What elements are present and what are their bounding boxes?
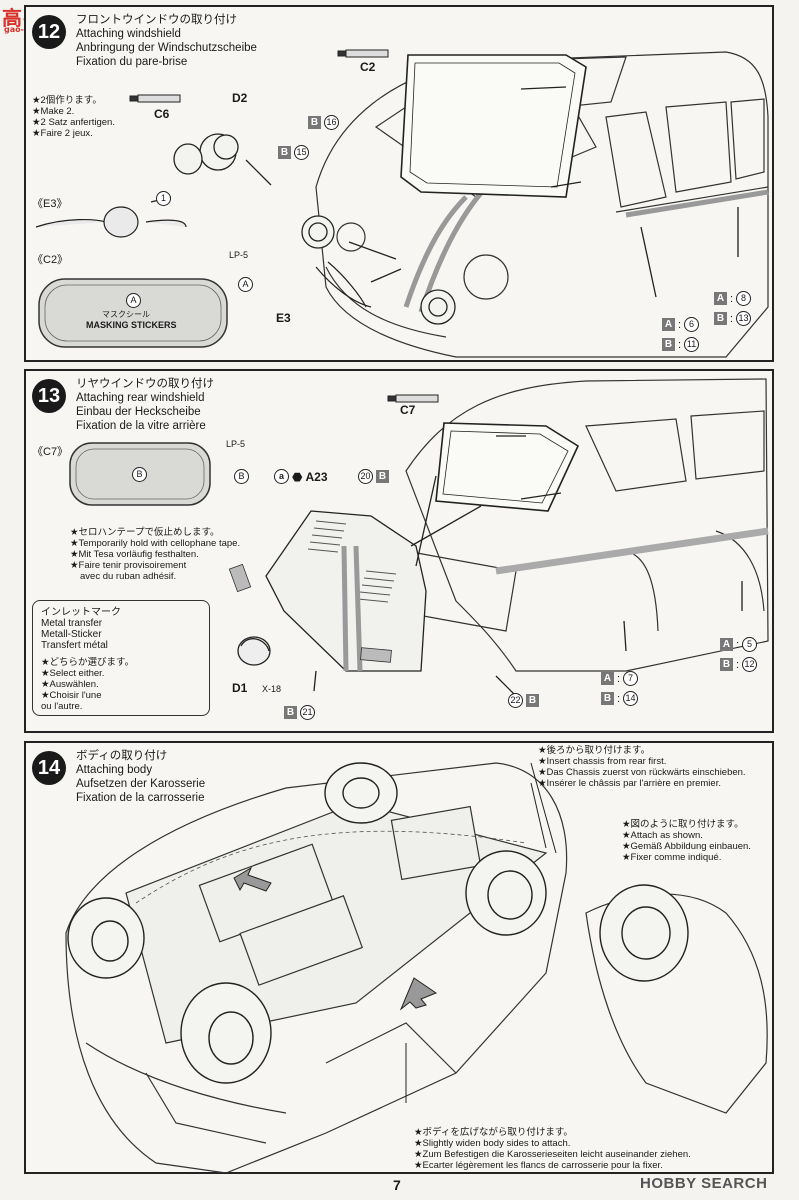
- mask-en: MASKING STICKERS: [86, 320, 177, 330]
- ref-b13: B:13: [714, 311, 752, 326]
- e3-ref: 《E3》: [32, 198, 68, 210]
- step-13-panel: 13 リヤウインドウの取り付け Attaching rear windshiel…: [24, 369, 774, 733]
- c7-ref: 《C7》: [32, 446, 69, 458]
- step-number: 12: [32, 15, 66, 49]
- hobby-search-brand: HOBBY SEARCH: [640, 1175, 768, 1192]
- screw-x18-label: X-18: [262, 684, 282, 694]
- step-12-panel: 12 フロントウインドウの取り付け Attaching windshield A…: [24, 5, 774, 362]
- ref-a6: A:6: [662, 317, 700, 332]
- page-number: 7: [393, 1177, 401, 1193]
- mask-jp: マスクシール: [102, 310, 150, 319]
- attach-as-shown-note: ★図のように取り付けます。 ★Attach as shown. ★Gemäß A…: [622, 819, 751, 863]
- c2-ref: 《C2》: [32, 254, 69, 266]
- step-title: リヤウインドウの取り付け Attaching rear windshield E…: [76, 377, 214, 433]
- step-14-panel: 14 ボディの取り付け Attaching body Aufsetzen der…: [24, 741, 774, 1174]
- mask-callout-a: A: [238, 277, 253, 292]
- select-note: ★どちらか選びます。 ★Select either. ★Auswählen. ★…: [41, 657, 135, 712]
- inlet-note: インレットマーク Metal transfer Metall-Sticker T…: [41, 607, 121, 651]
- title-jp: フロントウインドウの取り付け: [76, 14, 237, 26]
- part-e3-label: E3: [276, 311, 291, 325]
- part-a23-label: a⬣A23: [274, 469, 328, 484]
- title-jp: ボディの取り付け: [76, 750, 168, 762]
- ref-a5: A:5: [720, 637, 758, 652]
- make-2-note: ★2個作ります。 ★Make 2. ★2 Satz anfertigen. ★F…: [32, 95, 115, 139]
- lp5-label: LP-5: [229, 250, 249, 260]
- mask-circle-a: A: [126, 293, 141, 308]
- widen-body-note: ★ボディを広げながら取り付けます。 ★Slightly widen body s…: [414, 1127, 691, 1171]
- title-jp: リヤウインドウの取り付け: [76, 378, 214, 390]
- rear-first-note: ★後ろから取り付けます。 ★Insert chassis from rear f…: [538, 745, 746, 789]
- title-de: Einbau der Heckscheibe: [76, 406, 201, 418]
- title-fr: Fixation de la carrosserie: [76, 792, 205, 804]
- ref-b14: B:14: [601, 691, 639, 706]
- part-c7-label: C7: [400, 403, 416, 417]
- step-number: 14: [32, 751, 66, 785]
- title-en: Attaching windshield: [76, 28, 181, 40]
- title-de: Anbringung der Windschutzscheibe: [76, 42, 257, 54]
- part-d2-label: D2: [232, 91, 248, 105]
- sticker-callout-b: B: [234, 469, 249, 484]
- tape-note: ★セロハンテープで仮止めします。 ★Temporarily hold with …: [70, 527, 241, 582]
- ref-a7: A:7: [601, 671, 639, 686]
- ref-b11: B:11: [662, 337, 700, 352]
- sticker-circle-b: B: [132, 467, 147, 482]
- title-de: Aufsetzen der Karosserie: [76, 778, 206, 790]
- title-en: Attaching rear windshield: [76, 392, 205, 404]
- windshield-drawing: [35, 49, 769, 358]
- step-title: ボディの取り付け Attaching body Aufsetzen der Ka…: [76, 749, 205, 805]
- callout-1: 1: [156, 191, 171, 206]
- part-d1-label: D1: [232, 681, 248, 695]
- step-title: フロントウインドウの取り付け Attaching windshield Anbr…: [76, 13, 257, 69]
- part-c2-label: C2: [360, 60, 376, 74]
- body-attach-drawing: [65, 762, 768, 1173]
- step-number: 13: [32, 379, 66, 413]
- part-c6-label: C6: [154, 107, 170, 121]
- title-en: Attaching body: [76, 764, 153, 776]
- lp5-label: LP-5: [226, 439, 246, 449]
- ref-b12: B:12: [720, 657, 758, 672]
- title-fr: Fixation de la vitre arrière: [76, 420, 206, 432]
- title-fr: Fixation du pare-brise: [76, 56, 188, 68]
- ref-a8: A:8: [714, 291, 752, 306]
- inlet-select-box: インレットマーク Metal transfer Metall-Sticker T…: [32, 600, 210, 716]
